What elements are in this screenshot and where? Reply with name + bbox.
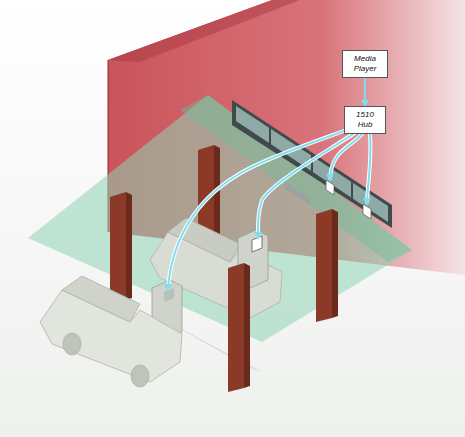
illustration-part [351, 181, 353, 200]
illustration-part [164, 288, 174, 302]
illustration-part [330, 134, 362, 178]
illustration-part [326, 180, 334, 195]
illustration-part [258, 132, 356, 236]
illustration-part [62, 276, 140, 322]
illustration-part [126, 192, 132, 300]
illustration-part [316, 209, 332, 322]
device-box: 1510 Hub [344, 106, 386, 134]
illustration-part [326, 174, 334, 182]
illustration-part [110, 192, 126, 304]
illustration-part [244, 263, 250, 388]
signal-arrow [364, 78, 366, 106]
illustration-part [363, 204, 371, 219]
illustration-part [108, 0, 300, 62]
illustration-part [285, 182, 310, 205]
device-box: Media Player [342, 50, 388, 78]
illustration-part [164, 284, 172, 292]
illustration-part [269, 127, 271, 146]
node-label: Media Player [346, 54, 384, 74]
illustration-part [40, 276, 182, 387]
illustration-part [363, 198, 371, 206]
illustration-part [367, 134, 371, 202]
illustration-part [63, 333, 81, 355]
illustration-part [131, 365, 149, 387]
illustration-part [214, 145, 220, 246]
illustration-part [258, 132, 356, 236]
illustration-part [164, 174, 371, 292]
node-label: 1510 Hub [348, 110, 382, 130]
illustration-part [168, 128, 371, 288]
illustration-part [254, 232, 262, 240]
illustration-part [228, 263, 244, 392]
illustration-part [367, 134, 371, 202]
illustration-part [332, 209, 338, 318]
illustration-part [252, 236, 262, 252]
illustration-part [330, 134, 362, 178]
